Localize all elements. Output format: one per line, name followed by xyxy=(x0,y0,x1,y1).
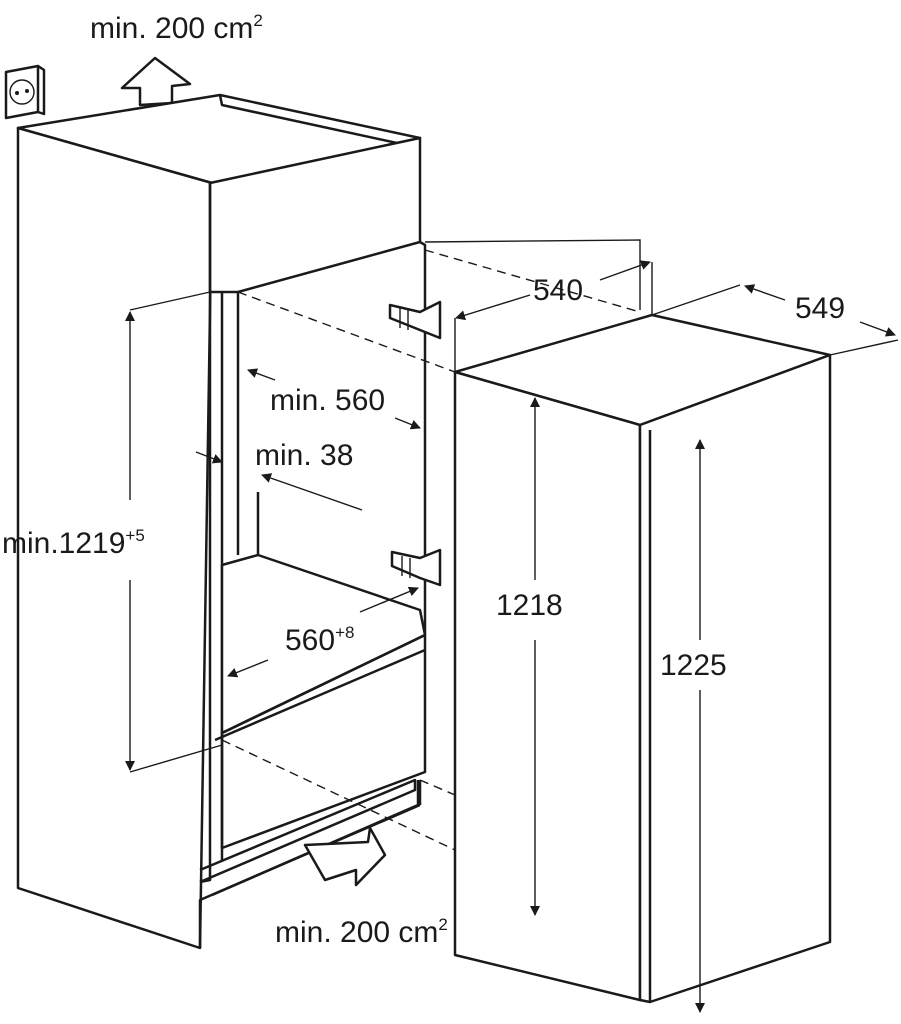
niche-width-label: 560+8 xyxy=(285,623,354,657)
appliance xyxy=(453,313,832,1004)
width-549-label: 549 xyxy=(795,292,845,325)
power-socket-icon xyxy=(4,64,46,120)
hinge-icon xyxy=(390,548,442,587)
door-height-label: 1225 xyxy=(660,649,727,682)
top-vent-label: min. 200 cm2 xyxy=(90,11,263,45)
appliance-height-label: 1218 xyxy=(496,589,563,622)
min-38-label: min. 38 xyxy=(255,439,353,472)
cabinet xyxy=(16,93,427,950)
depth-540-label: 540 xyxy=(533,274,583,307)
airflow-in-arrow-icon xyxy=(303,826,387,887)
airflow-up-arrow-icon xyxy=(120,56,192,107)
niche-height-label: min.1219+5 xyxy=(2,526,145,560)
hinge-icon xyxy=(388,300,442,340)
bottom-vent-label: min. 200 cm2 xyxy=(275,915,448,949)
min-560-label: min. 560 xyxy=(270,384,385,417)
